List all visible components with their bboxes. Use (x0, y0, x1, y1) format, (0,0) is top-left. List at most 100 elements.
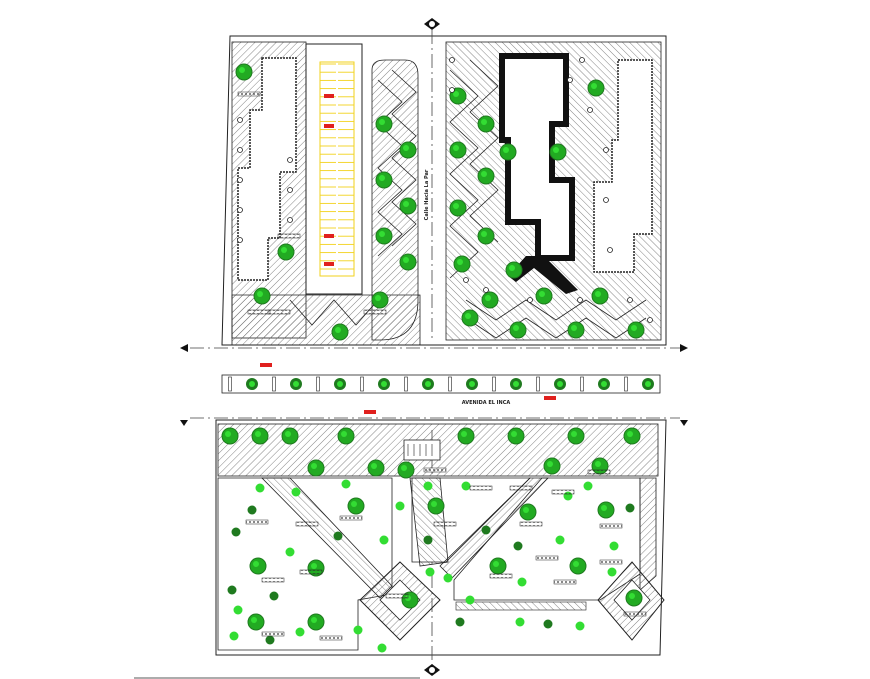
lamp-post-icon (449, 87, 455, 93)
shrub-symbol-icon (425, 567, 435, 577)
shrub-symbol-icon (227, 585, 237, 595)
tree-symbol-icon (571, 431, 577, 437)
median-bollard (360, 376, 364, 392)
shrub-symbol-icon (465, 595, 475, 605)
bench (623, 611, 647, 617)
tree-symbol-icon (225, 431, 231, 437)
shrub-symbol-icon (575, 621, 585, 631)
tree-symbol-icon (513, 381, 519, 387)
west-building (237, 57, 297, 281)
dimension-tag (324, 94, 334, 98)
tree-symbol-icon (645, 381, 651, 387)
shrub-symbol-icon (379, 535, 389, 545)
tree-symbol-icon (503, 147, 509, 153)
street-label: Calle Hacia La Par (424, 169, 430, 220)
tree-symbol-icon (523, 507, 529, 513)
bench (363, 309, 387, 315)
tree-symbol-icon (351, 501, 357, 507)
bench (339, 515, 363, 521)
shrub-symbol-icon (233, 605, 243, 615)
median-bollard (624, 376, 628, 392)
triangle-marker-icon (180, 344, 188, 352)
bench (247, 309, 271, 315)
shrub-symbol-icon (247, 505, 257, 515)
tree-symbols (221, 63, 645, 631)
shrub-symbol-icon (423, 481, 433, 491)
bench (489, 573, 513, 579)
north-arrow-bottom (424, 664, 440, 676)
tree-symbol-icon (553, 147, 559, 153)
median-bollard (404, 376, 408, 392)
bench (261, 577, 285, 583)
tree-symbol-icon (341, 431, 347, 437)
tree-symbol-icon (631, 325, 637, 331)
tree-symbol-icon (311, 463, 317, 469)
lamp-post-icon (603, 197, 609, 203)
tree-symbol-icon (481, 119, 487, 125)
dimension-tag (544, 396, 556, 400)
tree-symbol-icon (465, 313, 471, 319)
east-building-main (499, 53, 578, 294)
lamp-post-icon (237, 177, 243, 183)
lamp-post-icon (567, 77, 573, 83)
shrub-symbol-icon (265, 635, 275, 645)
tree-symbol-icon (337, 381, 343, 387)
bench (509, 485, 533, 491)
lamp-post-icon (483, 287, 489, 293)
lamp-post-icon (237, 147, 243, 153)
bench (295, 521, 319, 527)
tree-symbol-icon (239, 67, 245, 73)
shrub-symbol-icon (285, 547, 295, 557)
bench (299, 569, 323, 575)
tree-symbol-icon (249, 381, 255, 387)
tree-symbol-icon (293, 381, 299, 387)
shrub-symbol-icon (517, 577, 527, 587)
shrub-symbol-icon (231, 527, 241, 537)
east-building-annex (593, 59, 653, 273)
tree-symbol-icon (255, 431, 261, 437)
shrub-symbol-icon (341, 479, 351, 489)
shrub-symbol-icon (423, 535, 433, 545)
lamp-post-icon (627, 297, 633, 303)
shrub-symbol-icon (625, 503, 635, 513)
bench (277, 233, 301, 239)
bench (599, 559, 623, 565)
tree-symbol-icon (401, 465, 407, 471)
bench (261, 631, 285, 637)
bench (245, 519, 269, 525)
tree-symbol-icon (461, 431, 467, 437)
median-bollard (448, 376, 452, 392)
shrub-symbol-icon (295, 627, 305, 637)
dimension-tag (324, 234, 334, 238)
tree-symbol-icon (251, 617, 257, 623)
bench (599, 523, 623, 529)
lamp-post-icon (287, 187, 293, 193)
tree-symbol-icon (379, 175, 385, 181)
shrub-symbol-icon (543, 619, 553, 629)
tree-symbol-icon (509, 265, 515, 271)
triangle-marker-icon (680, 344, 688, 352)
tree-symbol-icon (425, 381, 431, 387)
dimension-tag (324, 262, 334, 266)
shrub-symbol-icon (583, 481, 593, 491)
tree-symbol-icon (379, 231, 385, 237)
bench (469, 485, 493, 491)
lamp-post-icon (577, 297, 583, 303)
tree-symbol-icon (573, 561, 579, 567)
east-walkways (289, 59, 647, 339)
lamp-post-icon (287, 217, 293, 223)
tree-symbol-icon (493, 561, 499, 567)
tree-symbol-icon (591, 83, 597, 89)
tree-symbol-icon (285, 431, 291, 437)
tree-symbol-icon (457, 259, 463, 265)
shrub-symbol-icon (255, 483, 265, 493)
shrub-symbol-icon (269, 591, 279, 601)
tree-symbol-icon (629, 593, 635, 599)
bench (267, 309, 291, 315)
tree-symbol-icon (257, 291, 263, 297)
lamp-post-icon (287, 157, 293, 163)
dimension-tag (364, 410, 376, 414)
shrub-symbol-icon (377, 643, 387, 653)
shrub-symbol-icon (229, 631, 239, 641)
tree-symbol-icon (431, 501, 437, 507)
